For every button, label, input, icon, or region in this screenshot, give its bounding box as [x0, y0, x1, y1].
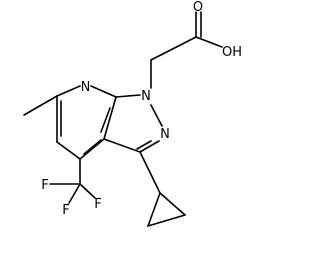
atom-label-n-pyridine: N: [81, 80, 91, 95]
atom-labels: N N N O OH F F F: [41, 0, 242, 218]
chemical-structure: N N N O OH F F F: [23, 0, 242, 227]
atom-label-carbonyl-o: O: [193, 0, 203, 15]
atom-label-hydroxyl: OH: [222, 45, 242, 60]
atom-label-fluorine: F: [62, 203, 69, 218]
atom-label-fluorine: F: [41, 178, 48, 193]
atom-label-n1: N: [141, 89, 151, 104]
atom-label-fluorine: F: [94, 197, 101, 212]
bond-lines: [23, 11, 223, 227]
atom-label-n2: N: [160, 127, 170, 142]
